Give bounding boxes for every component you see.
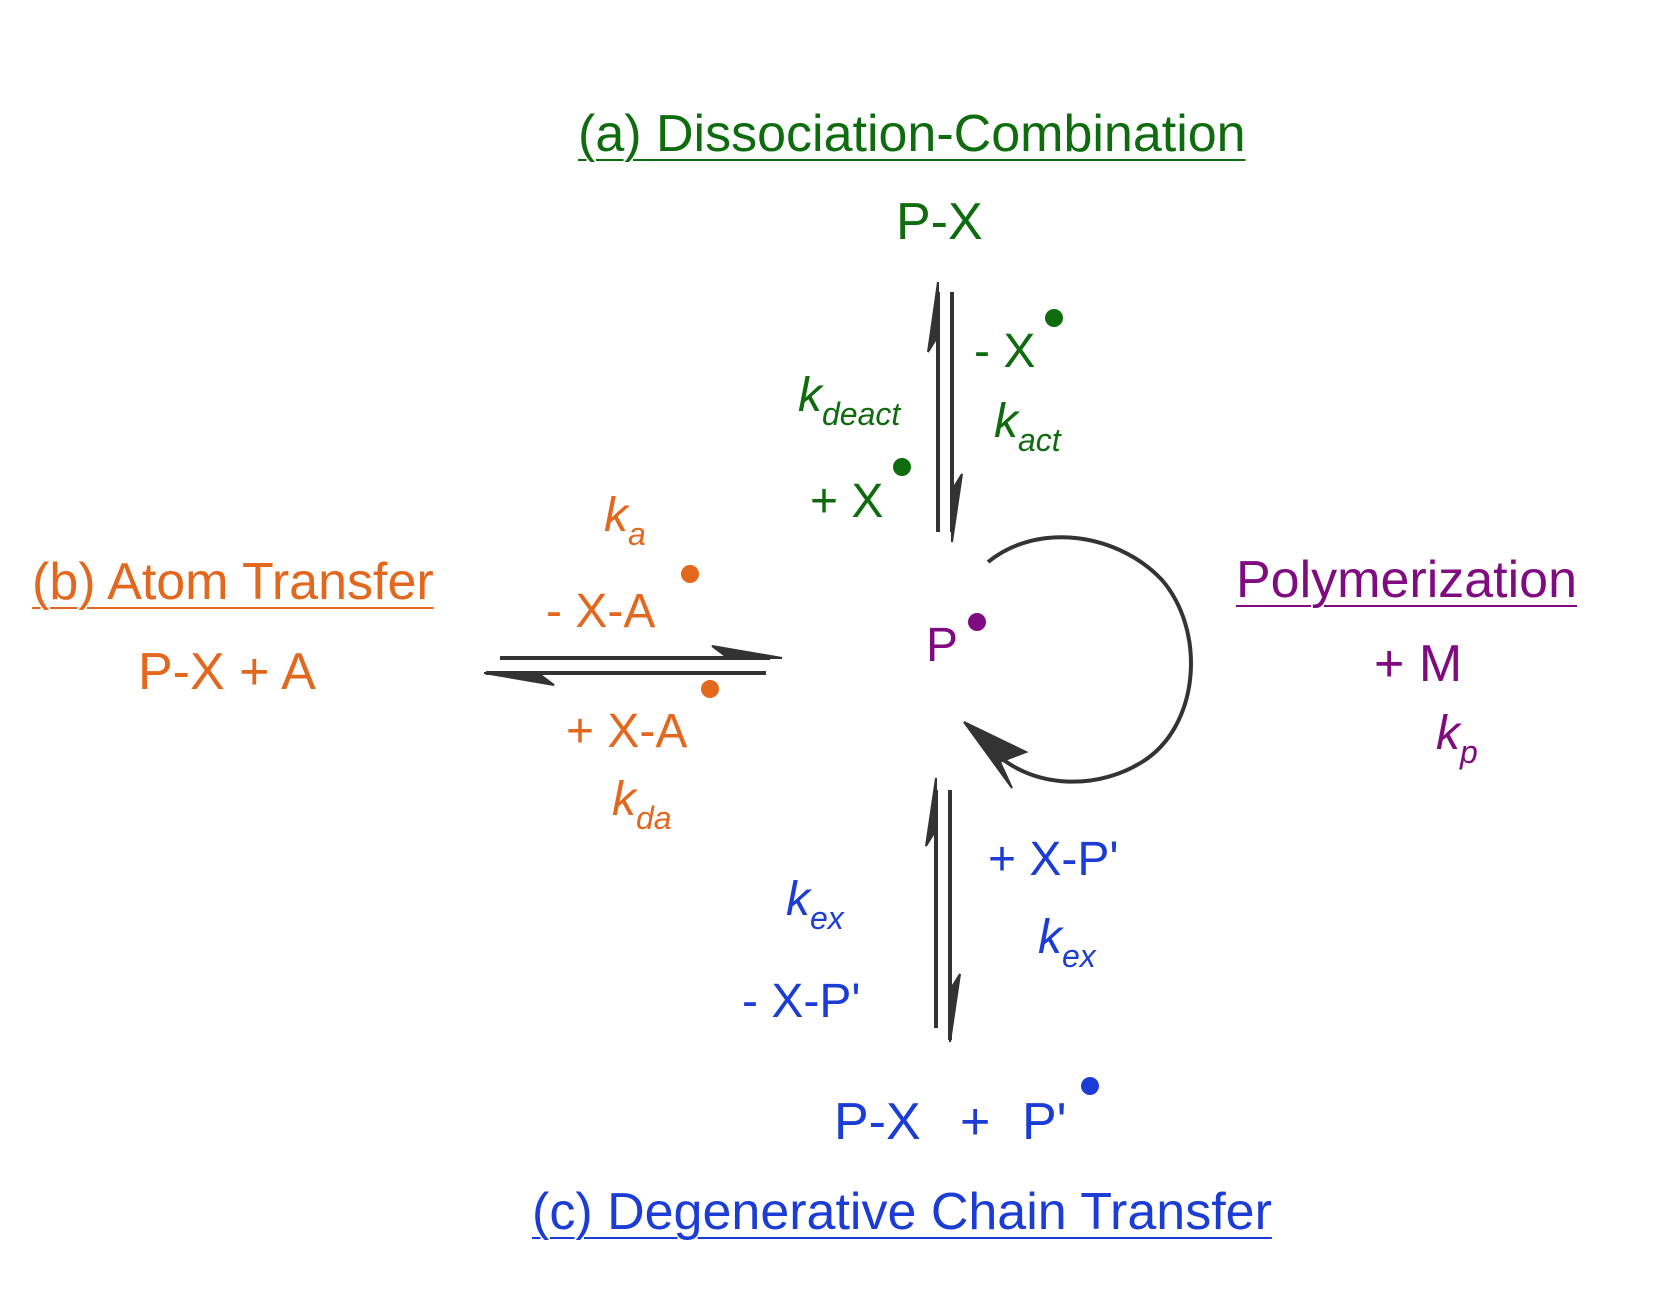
center-radical-dot xyxy=(968,613,986,631)
dissociation-equilibrium-arrow xyxy=(936,292,954,532)
polymerization-monomer: + M xyxy=(1374,635,1463,693)
chain-transfer-species-a: P-X xyxy=(834,1093,921,1151)
atom-transfer-reverse-arrowhead xyxy=(483,672,555,686)
chain-transfer-up-arrowhead xyxy=(925,777,937,847)
polymerization-cycle-arrowhead xyxy=(963,721,1029,789)
k-deact-label: kdeact xyxy=(798,369,901,432)
polymerization-title: Polymerization xyxy=(1236,551,1578,609)
dissociation-up-arrowhead xyxy=(927,281,939,353)
dissociation-deact-reagent: + X xyxy=(810,475,884,528)
k-act-label: kact xyxy=(994,395,1061,458)
p-prime-radical-dot xyxy=(1081,1077,1099,1095)
xa-radical-dot-top xyxy=(681,565,699,583)
polymerization-cycle-arrow xyxy=(986,535,1193,784)
k-a-label: ka xyxy=(604,489,646,552)
atom-transfer-reverse-gain: + X-A xyxy=(566,705,688,758)
chain-transfer-species-b: P' xyxy=(1022,1093,1067,1151)
dissociation-species: P-X xyxy=(896,193,983,251)
chain-transfer-reagent-out: - X-P' xyxy=(742,975,861,1028)
x-radical-dot-top xyxy=(1045,309,1063,327)
chain-transfer-title: (c) Degenerative Chain Transfer xyxy=(532,1183,1272,1241)
k-ex-left-label: kex xyxy=(786,873,844,936)
dissociation-title: (a) Dissociation-Combination xyxy=(578,105,1246,163)
k-da-label: kda xyxy=(612,773,672,836)
k-p-label: kp xyxy=(1436,707,1478,770)
chain-transfer-down-arrowhead xyxy=(949,973,961,1043)
xa-radical-dot-bottom xyxy=(701,680,719,698)
dissociation-down-arrowhead xyxy=(951,473,963,543)
atom-transfer-species: P-X + A xyxy=(138,643,316,701)
atom-transfer-forward-loss: - X-A xyxy=(546,585,656,638)
chain-transfer-equilibrium-arrow xyxy=(934,790,952,1040)
x-radical-dot-bottom xyxy=(893,458,911,476)
chain-transfer-reagent-in: + X-P' xyxy=(988,833,1119,886)
atom-transfer-equilibrium-arrow xyxy=(486,656,770,675)
dissociation-forward-loss: - X xyxy=(974,325,1036,378)
atom-transfer-forward-arrowhead xyxy=(711,645,783,659)
center-radical: P xyxy=(926,619,959,672)
chain-transfer-plus: + xyxy=(960,1093,991,1151)
k-ex-right-label: kex xyxy=(1038,911,1096,974)
atom-transfer-title: (b) Atom Transfer xyxy=(32,553,434,611)
